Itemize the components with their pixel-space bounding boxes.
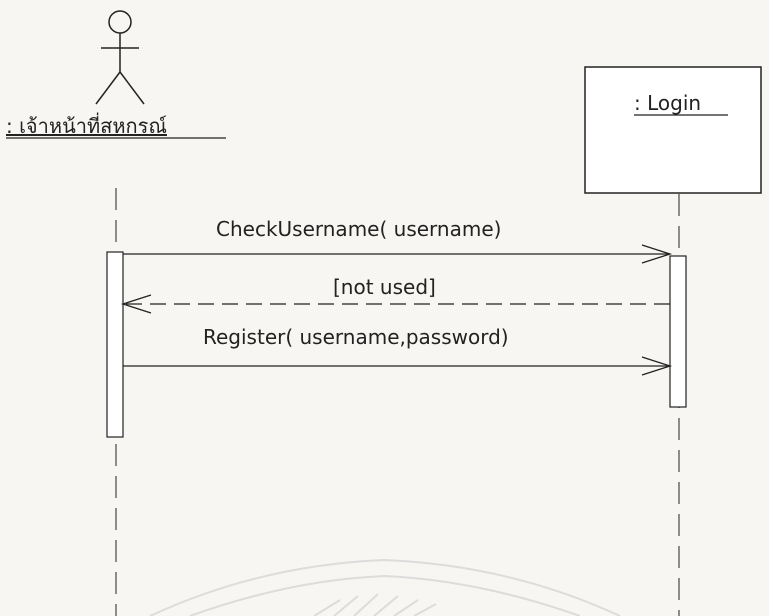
watermark — [149, 558, 621, 616]
message-label: Register( username,password) — [203, 325, 509, 349]
message-label: [not used] — [333, 275, 436, 299]
object-label: : Login — [634, 91, 701, 115]
open-arrowhead-icon — [641, 244, 673, 264]
object-box — [584, 66, 762, 194]
open-arrowhead-icon — [641, 356, 673, 376]
actor-activation-bar — [106, 251, 124, 438]
message-label: CheckUsername( username) — [216, 217, 501, 241]
actor-label: : เจ้าหน้าที่สหกรณ์ — [6, 112, 167, 138]
actor-stick-figure-icon — [95, 10, 145, 105]
object-activation-bar — [669, 255, 687, 408]
open-arrowhead-icon — [120, 294, 152, 314]
